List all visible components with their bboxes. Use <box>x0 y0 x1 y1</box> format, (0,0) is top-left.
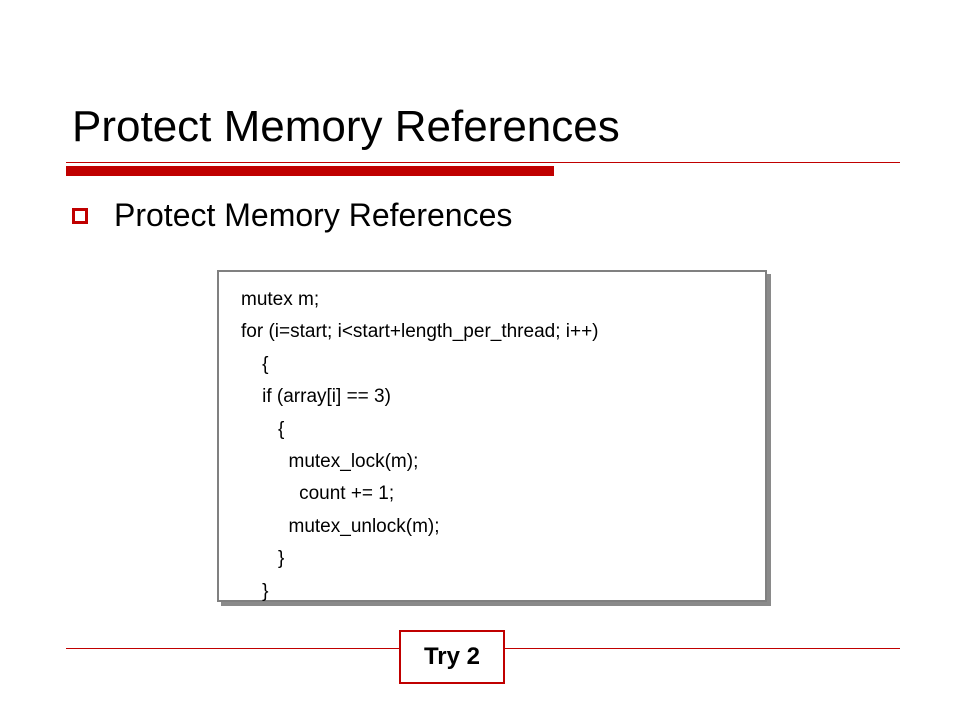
code-line: mutex m; <box>241 289 320 310</box>
code-line: } <box>241 548 285 570</box>
code-line: { <box>241 353 269 375</box>
code-line: if (array[i] == 3) <box>241 386 391 408</box>
code-line: } <box>241 580 269 602</box>
code-line: { <box>241 418 285 440</box>
slide-title: Protect Memory References <box>72 102 620 151</box>
code-block: mutex m; for (i=start; i<start+length_pe… <box>217 270 767 602</box>
code-line: count += 1; <box>241 483 395 505</box>
code-lines: mutex m; for (i=start; i<start+length_pe… <box>241 284 599 608</box>
try-badge: Try 2 <box>399 630 505 684</box>
code-line: mutex_unlock(m); <box>241 515 440 537</box>
bullet-item: Protect Memory References <box>72 193 512 237</box>
code-line: mutex_lock(m); <box>241 450 419 472</box>
bullet-text: Protect Memory References <box>114 196 513 233</box>
title-underline-thin <box>66 162 900 163</box>
try-badge-label: Try 2 <box>423 643 481 670</box>
code-line: for (i=start; i<start+length_per_thread;… <box>241 321 599 343</box>
title-underline-thick <box>66 166 554 176</box>
square-bullet-icon <box>72 208 88 224</box>
